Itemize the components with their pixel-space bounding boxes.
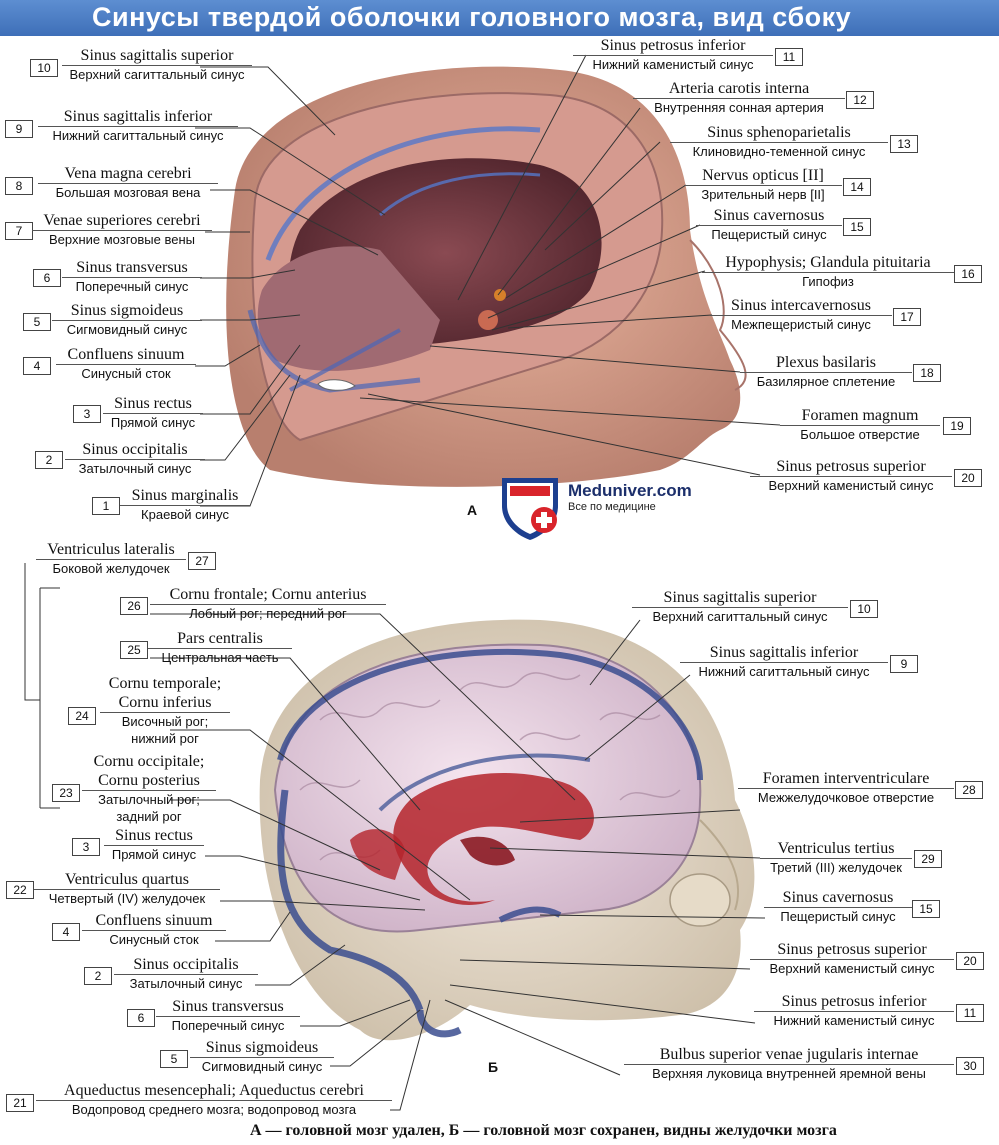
label-sinus-sigmoideus: Sinus sigmoideus Сигмовидный синус	[52, 301, 202, 338]
label-sinus-petrosus-inferior: Sinus petrosus inferior Нижний каменисты…	[573, 36, 773, 73]
label-number: 1	[92, 497, 120, 515]
figure-caption: А — головной мозг удален, Б — головной м…	[250, 1122, 837, 1139]
label-number: 3	[73, 405, 101, 423]
panel-a-leader-lines	[195, 54, 781, 507]
label-sinus-sagittalis-inferior: Sinus sagittalis inferior Нижний сагитта…	[38, 107, 238, 144]
label-sinus-sagittalis-superior: Sinus sagittalis superior Верхний сагитт…	[62, 46, 252, 83]
label-sinus-marginalis: Sinus marginalis Краевой синус	[120, 486, 250, 523]
logo-name: Meduniver.com	[568, 481, 692, 500]
logo-tagline: Все по медицине	[568, 501, 656, 513]
label-foramen-magnum: Foramen magnum Большое отверстие	[780, 406, 940, 443]
label-number: 9	[5, 120, 33, 138]
label-number: 5	[23, 313, 51, 331]
panel-a-head	[226, 66, 747, 487]
panel-b-leader-lines	[24, 563, 766, 1111]
label-sinus-petrosus-inferior: Sinus petrosus inferior Нижний каменисты…	[754, 992, 954, 1029]
label-confluens-sinuum: Confluens sinuum Синусный сток	[56, 345, 196, 382]
label-number: 6	[33, 269, 61, 287]
label-number: 23	[52, 784, 80, 802]
label-number: 10	[30, 59, 58, 77]
label-sinus-cavernosus: Sinus cavernosus Пещеристый синус	[696, 206, 842, 243]
label-number: 9	[890, 655, 918, 673]
page-title: Синусы твердой оболочки головного мозга,…	[92, 2, 852, 32]
label-sinus-occipitalis: Sinus occipitalis Затылочный синус	[65, 440, 205, 477]
label-sinus-rectus: Sinus rectus Прямой синус	[103, 394, 203, 431]
label-foramen-interventriculare: Foramen interventriculare Межжелудочково…	[738, 769, 954, 806]
label-number: 15	[843, 218, 871, 236]
label-number: 20	[956, 952, 984, 970]
label-plexus-basilaris: Plexus basilaris Базилярное сплетение	[740, 353, 912, 390]
logo-text: Meduniver.com Все по медицине	[568, 481, 692, 513]
label-number: 4	[52, 923, 80, 941]
label-number: 7	[5, 222, 33, 240]
label-number: 30	[956, 1057, 984, 1075]
label-number: 6	[127, 1009, 155, 1027]
label-sinus-petrosus-superior: Sinus petrosus superior Верхний каменист…	[750, 940, 954, 977]
label-ventriculus-quartus: Ventriculus quartus Четвертый (IV) желуд…	[34, 870, 220, 907]
label-sinus-sagittalis-superior: Sinus sagittalis superior Верхний сагитт…	[632, 588, 848, 625]
label-number: 5	[160, 1050, 188, 1068]
label-ventriculus-lateralis: Ventriculus lateralis Боковой желудочек	[36, 540, 186, 577]
label-venae-superiores-cerebri: Venae superiores cerebri Верхние мозговы…	[32, 211, 212, 248]
panel-b-letter: Б	[488, 1059, 499, 1075]
label-number: 15	[912, 900, 940, 918]
label-pars-centralis: Pars centralis Центральная часть	[148, 629, 292, 666]
label-sinus-transversus: Sinus transversus Поперечный синус	[156, 997, 300, 1034]
label-number: 11	[775, 48, 803, 66]
title-banner: Синусы твердой оболочки головного мозга,…	[0, 0, 999, 36]
label-number: 18	[913, 364, 941, 382]
label-aqueductus-mesencephali: Aqueductus mesencephali; Aqueductus cere…	[36, 1081, 392, 1118]
label-number: 17	[893, 308, 921, 326]
label-sinus-occipitalis: Sinus occipitalis Затылочный синус	[114, 955, 258, 992]
label-number: 22	[6, 881, 34, 899]
label-bulbus-superior-venae-jugularis: Bulbus superior venae jugularis internae…	[624, 1045, 954, 1082]
label-number: 3	[72, 838, 100, 856]
label-sinus-intercavernosus: Sinus intercavernosus Межпещеристый сину…	[710, 296, 892, 333]
label-number: 12	[846, 91, 874, 109]
label-number: 28	[955, 781, 983, 799]
label-number: 26	[120, 597, 148, 615]
label-sinus-sagittalis-inferior: Sinus sagittalis inferior Нижний сагитта…	[680, 643, 888, 680]
label-vena-magna-cerebri: Vena magna cerebri Большая мозговая вена	[38, 164, 218, 201]
label-number: 21	[6, 1094, 34, 1112]
label-number: 16	[954, 265, 982, 283]
label-number: 8	[5, 177, 33, 195]
panel-a-letter: А	[467, 502, 478, 518]
label-number: 20	[954, 469, 982, 487]
label-number: 24	[68, 707, 96, 725]
label-sinus-rectus: Sinus rectus Прямой синус	[104, 826, 204, 863]
label-nervus-opticus: Nervus opticus [II] Зрительный нерв [II]	[684, 166, 842, 203]
label-sinus-sigmoideus: Sinus sigmoideus Сигмовидный синус	[190, 1038, 334, 1075]
label-number: 13	[890, 135, 918, 153]
label-sinus-sphenoparietalis: Sinus sphenoparietalis Клиновидно-теменн…	[670, 123, 888, 160]
label-number: 27	[188, 552, 216, 570]
label-number: 25	[120, 641, 148, 659]
label-confluens-sinuum: Confluens sinuum Синусный сток	[82, 911, 226, 948]
label-number: 14	[843, 178, 871, 196]
panel-b-skull	[259, 619, 755, 1041]
label-number: 4	[23, 357, 51, 375]
label-arteria-carotis-interna: Arteria carotis interna Внутренняя сонна…	[633, 79, 845, 116]
label-sinus-petrosus-superior: Sinus petrosus superior Верхний каменист…	[750, 457, 952, 494]
label-sinus-cavernosus: Sinus cavernosus Пещеристый синус	[764, 888, 912, 925]
label-hypophysis: Hypophysis; Glandula pituitaria Гипофиз	[702, 253, 954, 290]
meduniver-logo	[502, 478, 558, 540]
label-sinus-transversus: Sinus transversus Поперечный синус	[62, 258, 202, 295]
label-number: 2	[84, 967, 112, 985]
label-ventriculus-tertius: Ventriculus tertius Третий (III) желудоч…	[760, 839, 912, 876]
label-number: 10	[850, 600, 878, 618]
label-number: 19	[943, 417, 971, 435]
label-cornu-occipitale: Cornu occipitale; Cornu posterius Затыло…	[82, 752, 216, 825]
label-number: 11	[956, 1004, 984, 1022]
label-number: 29	[914, 850, 942, 868]
label-cornu-temporale: Cornu temporale; Cornu inferius Височный…	[100, 674, 230, 747]
label-cornu-frontale: Cornu frontale; Cornu anterius Лобный ро…	[150, 585, 386, 622]
label-number: 2	[35, 451, 63, 469]
